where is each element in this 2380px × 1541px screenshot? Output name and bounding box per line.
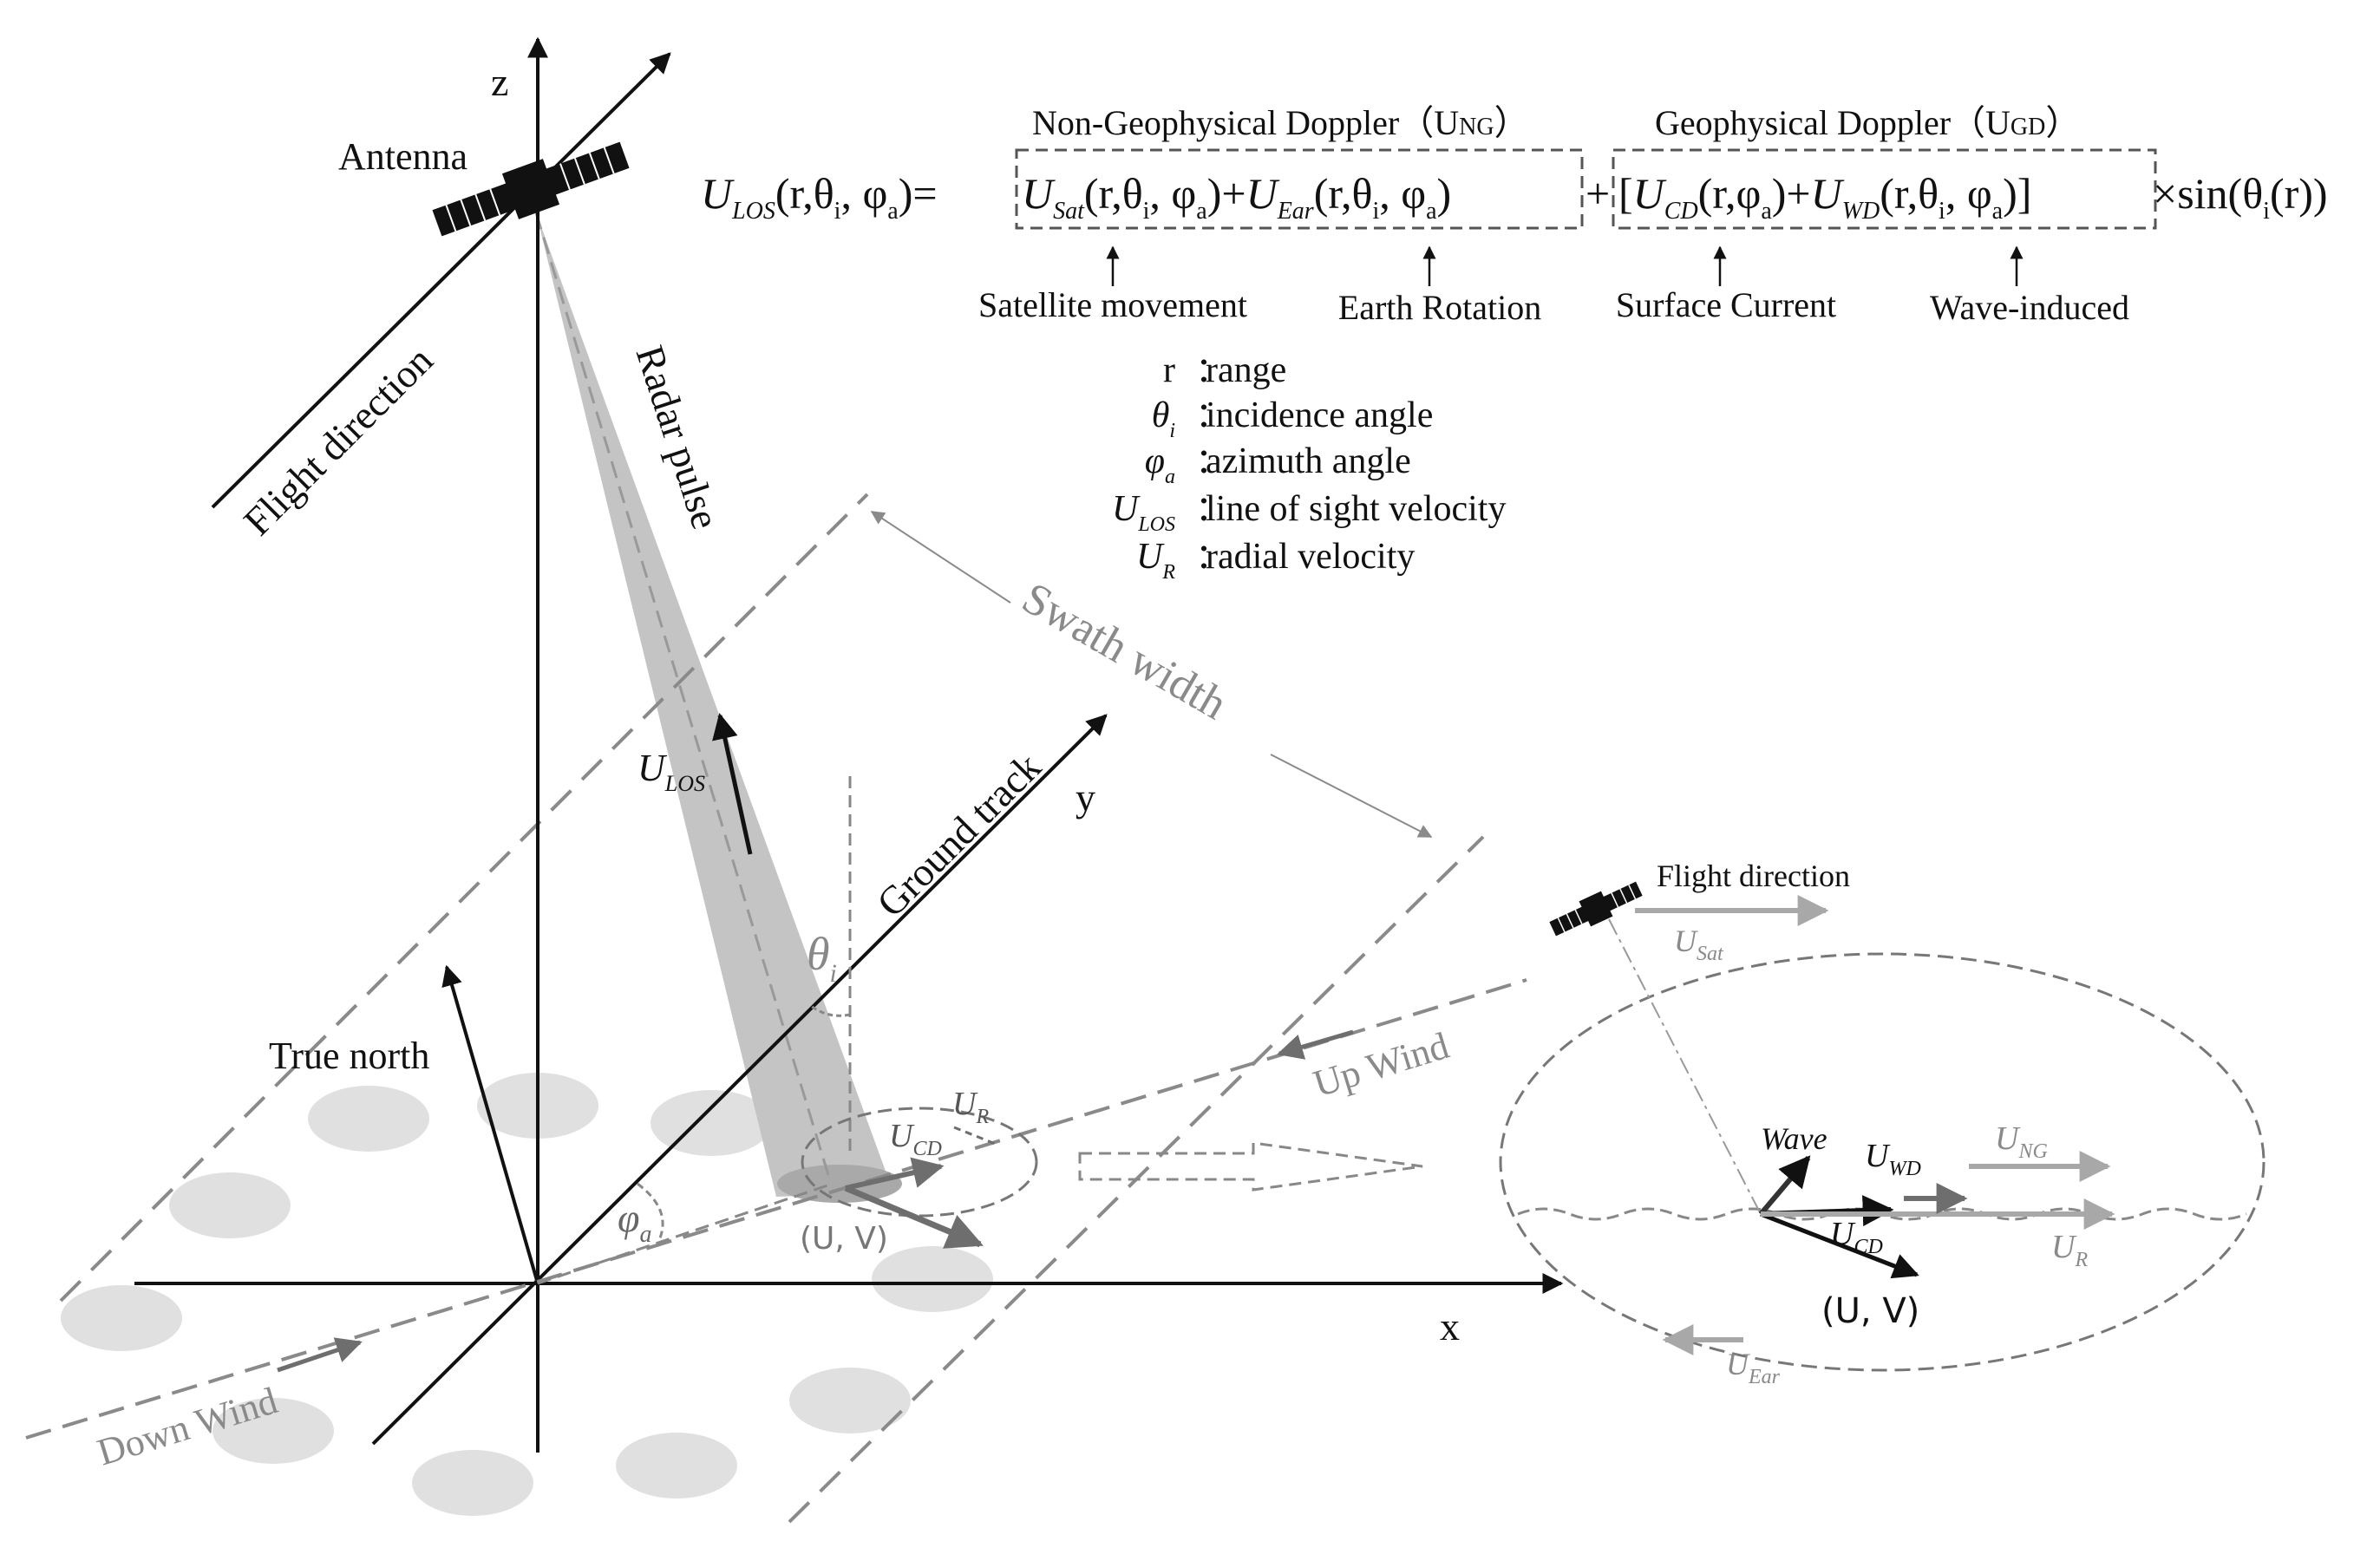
legend-description: radial velocity [1206, 537, 1415, 577]
annotation-satellite-movement: Satellite movement [978, 285, 1247, 324]
uv-label: (U, V) [800, 1221, 888, 1257]
ur-symbol: UR [952, 1086, 989, 1128]
up-wind-arrow [1277, 1029, 1354, 1060]
legend-description: range [1206, 350, 1286, 390]
phi-symbol: φa [618, 1196, 651, 1248]
ground-track-label: Ground track [868, 744, 1049, 925]
ucd-arrow [845, 1157, 945, 1191]
beam-centerline [534, 212, 830, 1176]
annotation-earth-rotation: Earth Rotation [1338, 288, 1541, 327]
legend-separator: ： [1195, 537, 1230, 576]
usat-symbol: USat [1674, 924, 1724, 965]
axis-x-label: x [1440, 1304, 1460, 1348]
legend-separator: ： [1195, 395, 1230, 434]
legend-symbol: φa [1145, 441, 1175, 488]
inset-vectors [1662, 1151, 2115, 1355]
ucd-symbol: UCD [889, 1118, 942, 1160]
ung-symbol: UNG [1995, 1120, 2048, 1163]
legend-description: azimuth angle [1206, 441, 1411, 481]
satellite-small-icon [1549, 881, 1643, 937]
antenna-label: Antenna [338, 135, 468, 178]
non-geophysical-box [1015, 148, 1584, 230]
doppler-equation: ULOS(r,θi, φa)= USat(r,θi, φa)+UEar(r,θi… [701, 169, 2328, 225]
down-wind-arrow [277, 1337, 363, 1373]
ulos-arrow [712, 713, 753, 855]
legend-separator: ： [1195, 350, 1230, 389]
legend-symbol: θi [1152, 395, 1175, 442]
hollow-arrow [1078, 1141, 1423, 1192]
true-north-arrow [441, 964, 539, 1284]
wind-line [25, 978, 1527, 1440]
geophysical-header: Geophysical Doppler（UGD） [1655, 103, 2080, 142]
flight-direction-line [211, 52, 671, 509]
non-geophysical-header: Non-Geophysical Doppler（UNG） [1032, 103, 1529, 142]
true-north-label: True north [269, 1035, 429, 1077]
axes [134, 36, 1564, 1453]
wave-label: Wave [1761, 1121, 1828, 1156]
legend-description: line of sight velocity [1206, 489, 1506, 529]
phi-arc [637, 1182, 664, 1241]
swath-width-arrow-lower [1270, 754, 1433, 838]
annotation-surface-current: Surface Current [1616, 285, 1836, 324]
legend-description: incidence angle [1206, 395, 1433, 435]
equation-annotation-arrows [1106, 245, 2024, 286]
flight-direction-label: Flight direction [235, 338, 441, 545]
uwd-symbol: UWD [1865, 1138, 1921, 1180]
uv-arrow [844, 1185, 984, 1249]
legend-symbol: r [1163, 350, 1175, 390]
beam-footprint [777, 1165, 902, 1203]
up-wind-label: Up Wind [1309, 1024, 1454, 1106]
satellite-icon [432, 141, 630, 237]
radar-beam [536, 212, 893, 1197]
swath-width-label: Swath width [1014, 573, 1235, 729]
uear-symbol: UEar [1726, 1347, 1781, 1388]
inset-ellipse [1499, 952, 2266, 1372]
swath-width-arrow-upper [870, 511, 1011, 604]
small-beam-line [1608, 918, 1762, 1215]
geophysical-box [1612, 148, 2157, 230]
theta-arc [810, 1004, 851, 1017]
legend-symbol: UR [1136, 537, 1175, 584]
legend-separator: ： [1195, 441, 1230, 480]
axis-z-label: z [491, 60, 508, 104]
theta-symbol: θi [807, 928, 837, 988]
legend-separator: ： [1195, 489, 1230, 528]
legend-symbol: ULOS [1112, 489, 1175, 536]
ur-arrow [953, 1126, 998, 1146]
axis-y-label: y [1076, 775, 1095, 819]
ur-inset-symbol: UR [2051, 1229, 2088, 1271]
ulos-symbol: ULOS [638, 747, 705, 796]
annotation-wave-induced: Wave-induced [1930, 288, 2129, 327]
phi-ray [537, 1182, 834, 1285]
flight-direction-small-label: Flight direction [1657, 859, 1850, 893]
uv-inset-label: (U, V) [1821, 1291, 1919, 1331]
ucd-inset-symbol: UCD [1830, 1216, 1883, 1258]
